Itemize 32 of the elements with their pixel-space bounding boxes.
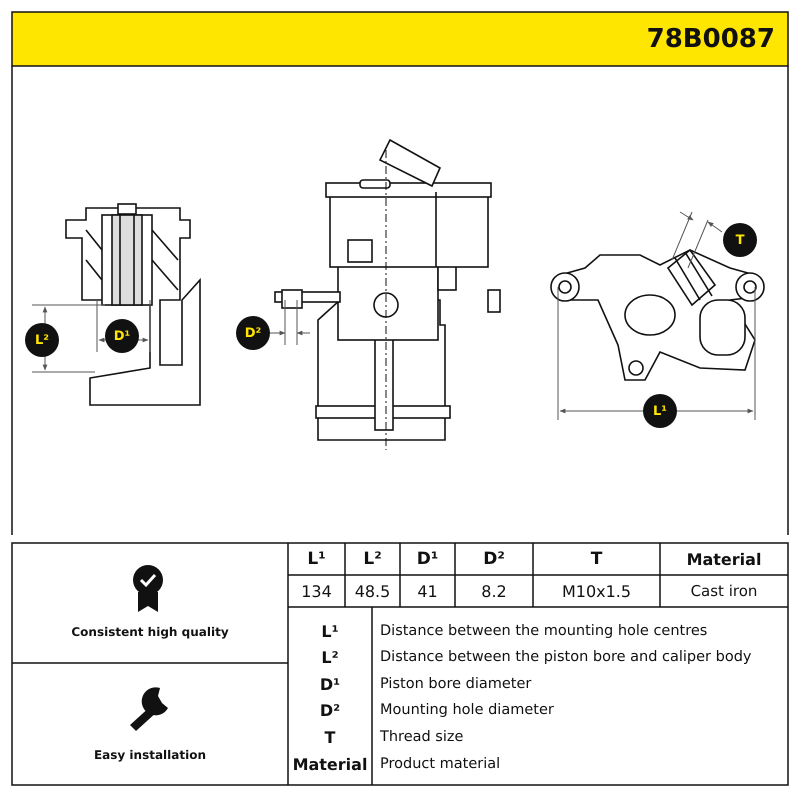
column-header: D² (482, 548, 506, 571)
spec-value: Cast iron (690, 581, 758, 602)
part-number: 78B0087 (646, 23, 775, 56)
spec-value: 8.2 (480, 580, 508, 602)
symbol-description: Distance between the piston bore and caliper body (380, 648, 752, 667)
feature-caption: Consistent high quality (70, 624, 230, 641)
symbol-key: T (290, 725, 370, 749)
symbol-key: D¹ (290, 672, 370, 696)
spec-value: 48.5 (354, 580, 392, 602)
callout-label: D² (244, 324, 262, 342)
spec-value: M10x1.5 (560, 580, 632, 602)
symbol-key: D² (290, 698, 370, 722)
callout-label: L² (34, 332, 50, 350)
column-header: Material (686, 548, 762, 570)
feature-caption: Easy installation (92, 747, 208, 764)
column-header: T (590, 548, 604, 571)
column-header: D¹ (416, 548, 440, 571)
callout-label: D¹ (112, 328, 132, 346)
symbol-description: Piston bore diameter (380, 675, 532, 694)
symbol-description: Distance between the mounting hole centres (380, 622, 708, 641)
symbol-key: L¹ (290, 619, 370, 643)
spec-value: 41 (416, 580, 439, 602)
column-header: L¹ (306, 548, 327, 571)
symbol-description: Thread size (380, 728, 464, 747)
symbol-description: Mounting hole diameter (380, 701, 555, 720)
callout-label: T (734, 232, 746, 250)
column-header: L² (362, 548, 383, 571)
symbol-key: L² (290, 645, 370, 669)
spec-value: 134 (300, 580, 333, 602)
callout-label: L¹ (652, 402, 668, 420)
symbol-description: Product material (380, 755, 502, 774)
symbol-key: Material (290, 752, 370, 776)
